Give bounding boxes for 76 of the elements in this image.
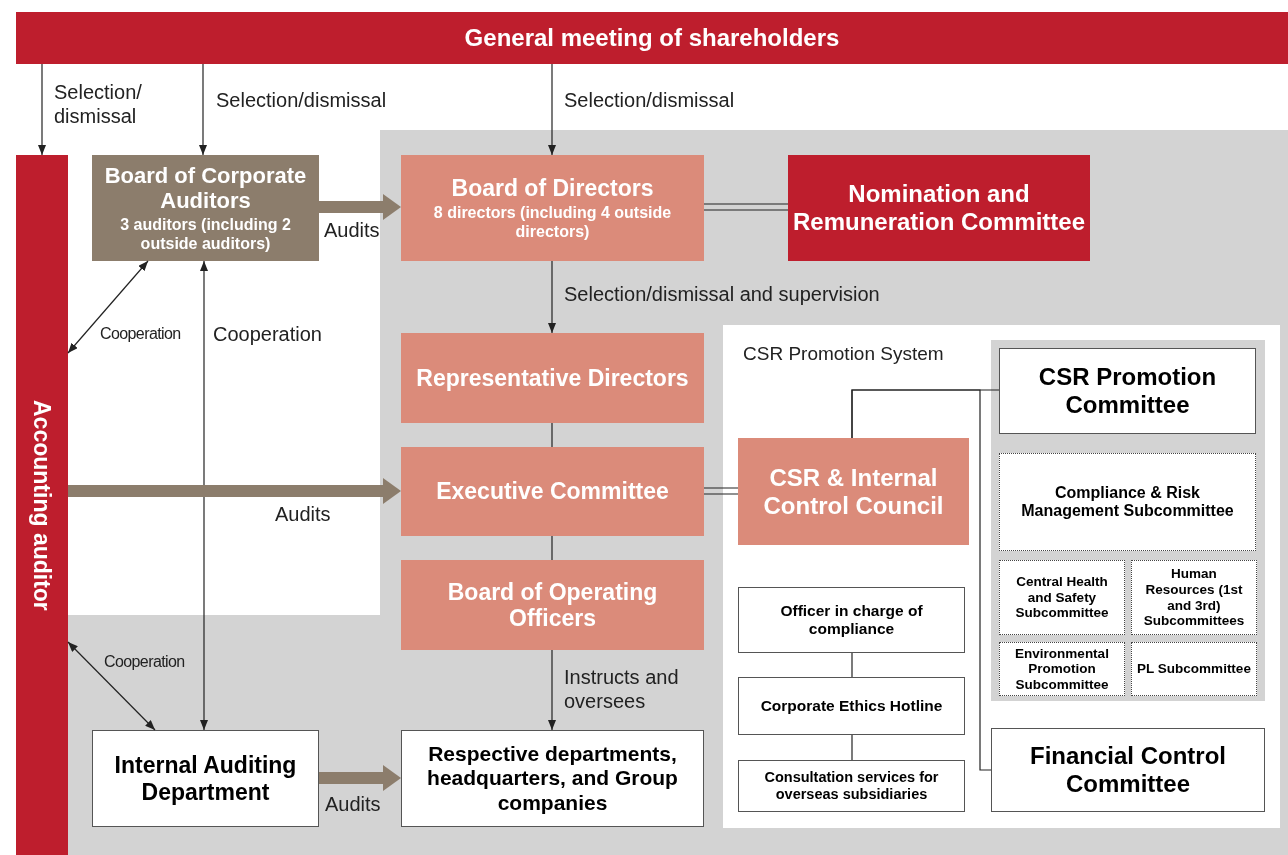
thick-arrow (68, 478, 401, 504)
node-title: Executive Committee (435, 478, 670, 505)
edge-label: Cooperation (213, 322, 323, 346)
org-box (738, 760, 965, 812)
org-box (401, 155, 704, 261)
node-title: Board of Corporate Auditors (103, 162, 308, 214)
node-title: PL Subcommittee (1136, 661, 1252, 677)
node-title: Corporate Ethics Hotline (759, 697, 944, 715)
org-box (401, 333, 704, 423)
org-box (738, 587, 965, 653)
arrow (67, 641, 156, 731)
auditor-bar (16, 155, 68, 855)
node-title: Officer in charge of compliance (779, 602, 924, 638)
meeting-banner (16, 12, 1288, 64)
node-title: Representative Directors (415, 364, 690, 392)
connector-line (851, 389, 992, 771)
node-title: Accounting auditor (28, 399, 57, 611)
arrow (548, 260, 556, 334)
node-title: Board of Operating Officers (446, 578, 659, 632)
panel-heading: CSR Promotion System (743, 343, 944, 365)
org-box (738, 438, 969, 545)
committee-box (999, 348, 1256, 434)
arrow (38, 63, 46, 156)
committee-box (788, 155, 1090, 261)
system-panel (723, 325, 1280, 828)
org-box (401, 447, 704, 536)
edge-label: Selection/ dismissal (54, 80, 143, 128)
node-title: Human Resources (1st and 3rd) Subcommittees (1142, 566, 1246, 629)
subcommittee-box (1131, 560, 1257, 635)
arrow (548, 649, 556, 731)
arrow (67, 260, 149, 354)
edge-label: Selection/dismissal (564, 88, 736, 112)
edge-label: Cooperation (104, 652, 186, 672)
arrow (548, 63, 556, 156)
org-box (401, 730, 704, 827)
node-title: CSR & Internal Control Council (762, 463, 945, 520)
edge-label: Audits (325, 792, 382, 816)
node-title: Compliance & Risk Management Subcommittee (1020, 483, 1235, 521)
org-box (92, 155, 319, 261)
edge-label: Audits (324, 218, 381, 242)
committee-box (991, 728, 1265, 812)
subcommittee-box (1131, 642, 1257, 696)
connector-line (551, 535, 553, 561)
node-title: Central Health and Safety Subcommittee (1014, 574, 1110, 621)
org-box (92, 730, 319, 827)
group-box (991, 340, 1265, 701)
connector-line (703, 487, 739, 495)
connector-line (703, 203, 789, 211)
connector-line (551, 422, 553, 448)
node-title: Financial Control Committee (1029, 742, 1227, 798)
edge-label: Audits (275, 502, 332, 526)
node-title: Respective departments, headquarters, and Group companies (426, 742, 679, 815)
arrow (200, 260, 208, 731)
edge-label: Instructs and oversees (564, 665, 680, 713)
node-subtitle: 3 auditors (including 2 outside auditors) (119, 216, 292, 254)
node-title: Consultation services for overseas subsidiaries (763, 769, 940, 803)
edge-label: Selection/dismissal and supervision (564, 282, 881, 306)
connector-line (851, 652, 853, 678)
thick-arrow (319, 765, 401, 791)
org-box (401, 560, 704, 650)
thick-arrow (319, 194, 401, 220)
node-title: Nomination and Remuneration Committee (791, 180, 1086, 236)
node-title: Environmental Promotion Subcommittee (1014, 645, 1110, 693)
node-title: Internal Auditing Department (113, 752, 298, 805)
org-box (738, 677, 965, 735)
edge-label: Cooperation (100, 324, 182, 344)
edge-label: Selection/dismissal (216, 88, 388, 112)
connector-line (851, 734, 853, 761)
subcommittee-box (999, 560, 1125, 635)
subcommittee-box (999, 453, 1256, 551)
arrow (199, 63, 207, 156)
node-title: Board of Directors (450, 174, 655, 202)
subcommittee-box (999, 642, 1125, 696)
node-title: General meeting of shareholders (463, 24, 841, 52)
node-subtitle: 8 directors (including 4 outside directors) (432, 204, 673, 242)
node-title: CSR Promotion Committee (1037, 363, 1218, 419)
